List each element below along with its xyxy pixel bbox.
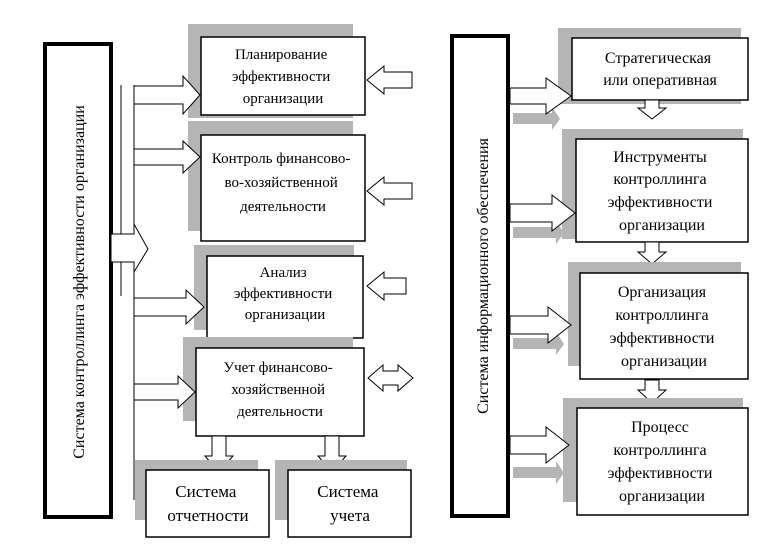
right-arrow-shadow-3 <box>513 332 564 355</box>
frame-to-bus-arrow <box>110 222 149 274</box>
arrow-to-right-box-3 <box>509 305 572 345</box>
arrow-into-left-box-1 <box>366 64 413 96</box>
left-system-frame <box>43 42 113 519</box>
left-box-4 <box>195 347 365 437</box>
right-box-3 <box>579 272 749 380</box>
right-box-4-text: Процесс контроллинга эффективности орган… <box>608 419 717 505</box>
right-box-3-text: Организация контроллинга эффективности о… <box>610 284 719 370</box>
arrow-down-right-2 <box>636 241 668 265</box>
accounting-box <box>287 469 412 538</box>
left-system-title: Система контроллинга эффективности орган… <box>71 105 88 459</box>
arrow-down-right-1 <box>636 99 668 120</box>
left-box-1 <box>200 36 366 116</box>
arrow-into-left-box-2 <box>366 175 413 207</box>
right-box-2-text: Инструменты контроллинга эффективности о… <box>608 149 717 234</box>
right-arrow-shadow-2 <box>513 221 564 244</box>
arrow-to-right-box-4 <box>509 425 570 465</box>
right-box-4 <box>576 407 749 516</box>
left-box-1-text: Планирование эффективности организации <box>232 47 334 107</box>
double-arrow-left-box-4 <box>367 363 414 393</box>
right-box-1 <box>571 37 749 101</box>
arrow-to-right-box-1 <box>509 77 572 115</box>
right-box-1-text: Стратегическая или оперативная <box>603 50 717 89</box>
right-box-2 <box>575 138 749 243</box>
reporting-box <box>145 469 270 538</box>
left-box-4-text: Учет финансово- хозяйственной деятельнос… <box>224 360 337 420</box>
reporting-box-text: Система отчетности <box>167 482 248 525</box>
left-box-3-text: Анализ эффективности организации <box>234 265 336 323</box>
right-arrow-shadow-1 <box>513 107 560 130</box>
arrow-to-left-box-3 <box>133 288 205 326</box>
right-arrow-shadow-4 <box>513 461 564 484</box>
right-system-title: Система информационного обеспечения <box>475 137 492 413</box>
arrow-to-left-box-4 <box>133 374 196 410</box>
arrow-into-left-box-3 <box>366 270 407 302</box>
arrow-to-left-box-2 <box>133 139 201 175</box>
left-box-2-text: Контроль финансово- во-хозяйственной дея… <box>212 151 354 215</box>
accounting-box-text: Система учета <box>317 482 382 525</box>
arrow-to-left-box-1 <box>133 74 201 116</box>
arrow-to-right-box-2 <box>509 193 576 233</box>
arrow-down-right-3 <box>636 379 668 404</box>
right-system-frame <box>450 34 510 518</box>
left-box-2 <box>200 134 366 242</box>
